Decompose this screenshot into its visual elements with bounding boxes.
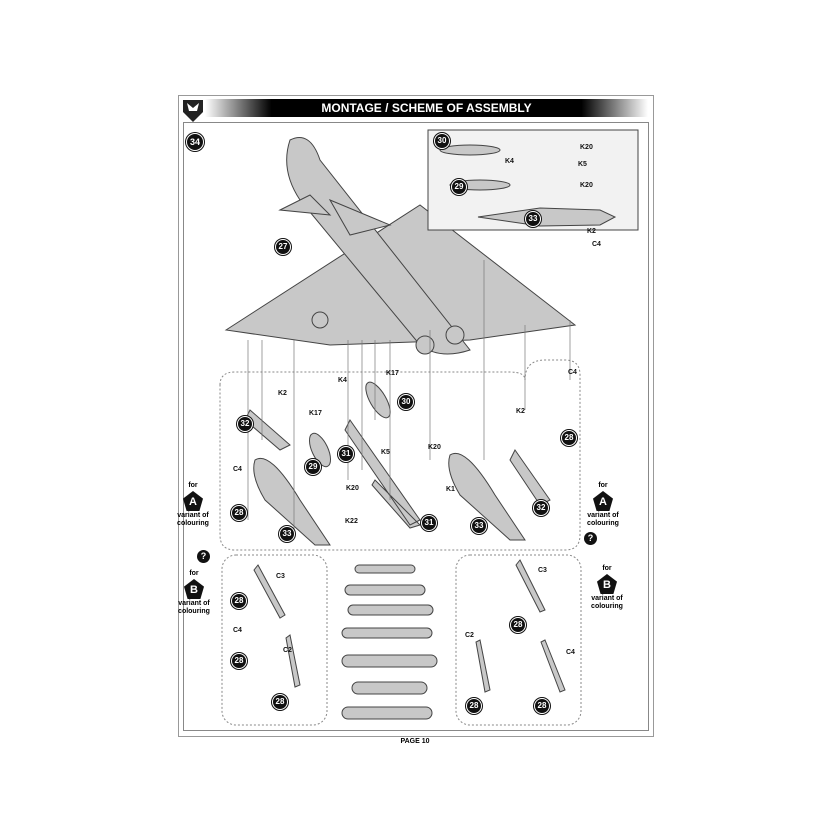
swap-question-icon: ? — [584, 532, 597, 545]
part-callout: 30 — [398, 394, 414, 410]
variant-desc: variant of colouring — [178, 600, 210, 615]
part-label: K20 — [580, 144, 593, 151]
part-callout: 31 — [421, 515, 437, 531]
part-callout: 28 — [466, 698, 482, 714]
for-label: for — [188, 482, 198, 489]
part-label: K20 — [580, 182, 593, 189]
part-label: C4 — [592, 241, 601, 248]
part-callout: 28 — [534, 698, 550, 714]
variant-b-right-outline — [455, 554, 582, 726]
variant-b-icon: B — [184, 579, 204, 599]
part-label: K2 — [516, 408, 525, 415]
part-label: K5 — [578, 161, 587, 168]
aircraft-fuselage — [286, 137, 471, 355]
part-callout: 33 — [279, 526, 295, 542]
part-label: C3 — [276, 573, 285, 580]
part-label: K4 — [338, 377, 347, 384]
part-label: C4 — [233, 466, 242, 473]
variant-a-icon: A — [183, 491, 203, 511]
part-label: K20 — [428, 444, 441, 451]
part-callout: 33 — [471, 518, 487, 534]
part-label: K17 — [386, 370, 399, 377]
part-label: K5 — [381, 449, 390, 456]
step-number: 34 — [186, 133, 204, 151]
part-callout: 28 — [231, 653, 247, 669]
part-label: C3 — [538, 567, 547, 574]
part-callout: 27 — [275, 239, 291, 255]
for-label: for — [189, 570, 199, 577]
variant-a-icon: A — [593, 491, 613, 511]
part-callout: 28 — [231, 593, 247, 609]
part-callout: 28 — [272, 694, 288, 710]
part-callout: 28 — [231, 505, 247, 521]
part-label: K2 — [587, 228, 596, 235]
part-callout: 28 — [561, 430, 577, 446]
for-label: for — [602, 565, 612, 572]
variant-desc: variant of colouring — [177, 512, 209, 527]
part-label: K20 — [346, 485, 359, 492]
for-label: for — [598, 482, 608, 489]
part-label: C4 — [233, 627, 242, 634]
part-label: K22 — [345, 518, 358, 525]
part-label: K2 — [278, 390, 287, 397]
part-callout: 29 — [305, 459, 321, 475]
variant-a-group-outline — [219, 359, 581, 551]
part-label: C4 — [568, 369, 577, 376]
part-label: C2 — [283, 647, 292, 654]
aircraft-tail — [278, 194, 392, 236]
assembly-frame — [183, 122, 649, 731]
page-number: PAGE 10 — [400, 738, 430, 745]
part-label: K4 — [505, 158, 514, 165]
page-title: MONTAGE / SCHEME OF ASSEMBLY — [205, 99, 648, 117]
part-callout: 28 — [510, 617, 526, 633]
part-label: K17 — [309, 410, 322, 417]
part-label: C2 — [465, 632, 474, 639]
part-label: K1 — [446, 486, 455, 493]
part-callout: 32 — [533, 500, 549, 516]
part-callout: 33 — [525, 211, 541, 227]
variant-b-icon: B — [597, 574, 617, 594]
variant-desc: variant of colouring — [591, 595, 623, 610]
part-callout: 29 — [451, 179, 467, 195]
part-callout: 30 — [434, 133, 450, 149]
brand-logo — [183, 100, 203, 122]
swap-question-icon: ? — [197, 550, 210, 563]
part-callout: 32 — [237, 416, 253, 432]
part-callout: 31 — [338, 446, 354, 462]
variant-b-left-outline — [221, 554, 328, 726]
part-label: C4 — [566, 649, 575, 656]
variant-desc: variant of colouring — [587, 512, 619, 527]
